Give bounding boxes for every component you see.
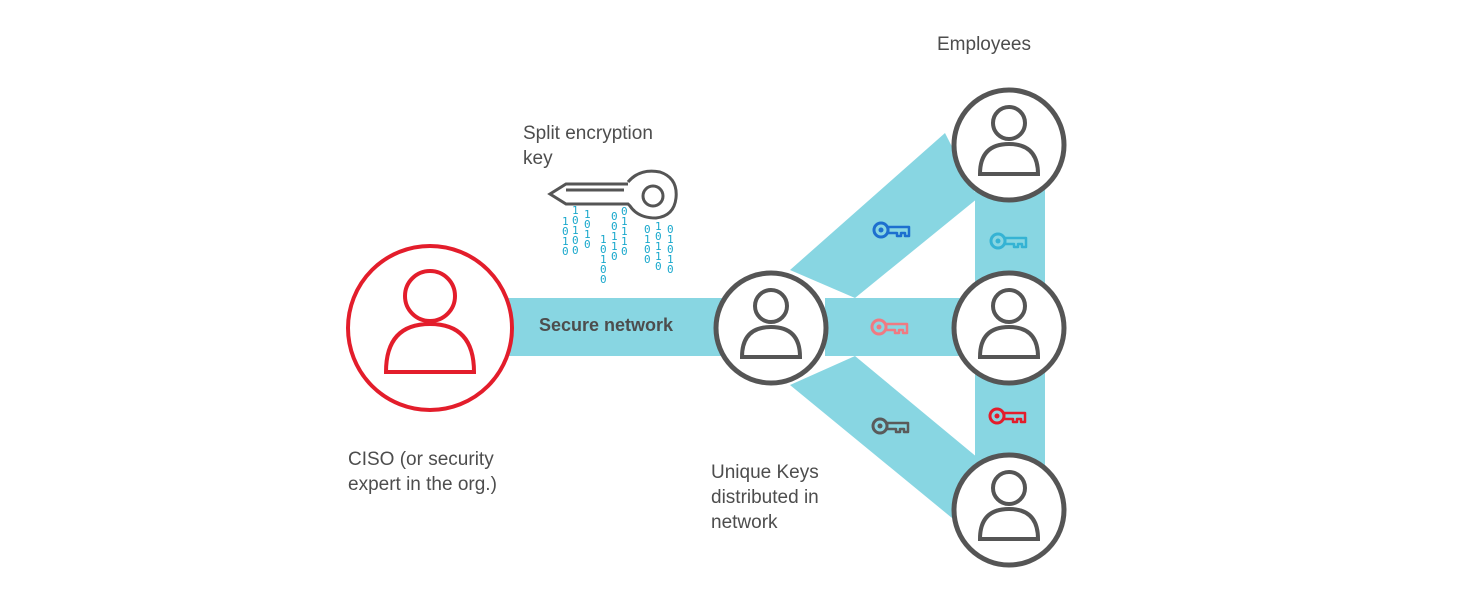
secure-network-link	[505, 298, 730, 356]
split-key-icon	[547, 169, 678, 220]
unique-keys-label: Unique Keys distributed in network	[711, 462, 819, 533]
binary-digit: 0	[611, 210, 618, 223]
binary-digit: 1	[621, 215, 628, 228]
employees-label: Employees	[937, 34, 1031, 55]
binary-digit: 0	[644, 223, 651, 236]
binary-digit: 1	[655, 220, 662, 233]
binary-digit: 1	[611, 230, 618, 243]
binary-digit: 0	[667, 263, 674, 276]
binary-digit: 0	[572, 234, 579, 247]
binary-digit: 0	[584, 218, 591, 231]
employee-node-bottom	[951, 452, 1067, 568]
link-hub-to-top-employee	[790, 133, 978, 298]
person-icon	[977, 105, 1041, 176]
binary-digit: 0	[655, 260, 662, 273]
binary-digit: 0	[572, 244, 579, 257]
binary-digit: 0	[644, 253, 651, 266]
binary-digit: 0	[600, 273, 607, 286]
ciso-node	[346, 244, 514, 412]
binary-digit: 1	[621, 235, 628, 248]
binary-digit: 1	[572, 204, 579, 217]
employee-node-top	[951, 87, 1067, 203]
binary-digit: 1	[644, 233, 651, 246]
key-icon	[871, 417, 910, 435]
binary-digit: 1	[621, 225, 628, 238]
binary-digit: 0	[600, 243, 607, 256]
binary-digit: 0	[572, 214, 579, 227]
binary-digit: 0	[655, 230, 662, 243]
binary-digit: 0	[584, 238, 591, 251]
binary-digit: 0	[611, 220, 618, 233]
binary-digit: 1	[562, 215, 569, 228]
binary-digit: 1	[667, 253, 674, 266]
binary-digit: 1	[584, 208, 591, 221]
binary-digit: 0	[644, 243, 651, 256]
hub-node	[713, 270, 829, 386]
key-icon	[870, 318, 909, 336]
binary-digit: 0	[667, 223, 674, 236]
person-icon	[739, 288, 803, 359]
binary-digit: 0	[600, 263, 607, 276]
binary-digit: 1	[600, 253, 607, 266]
binary-digit: 0	[611, 250, 618, 263]
secure-network-label: Secure network	[539, 315, 674, 335]
key-icon	[989, 232, 1028, 250]
key-icon	[988, 407, 1027, 425]
key-icon	[872, 221, 911, 239]
binary-digit: 0	[562, 225, 569, 238]
ciso-label: CISO (or security expert in the org.)	[348, 449, 497, 495]
person-icon	[977, 470, 1041, 541]
binary-digit: 1	[655, 250, 662, 263]
binary-digit: 0	[621, 245, 628, 258]
binary-digit: 1	[584, 228, 591, 241]
link-hub-to-bottom-employee	[790, 356, 978, 518]
binary-digit: 1	[572, 224, 579, 237]
split-encryption-key-label: Split encryption key	[523, 123, 653, 169]
binary-digit: 1	[562, 235, 569, 248]
person-icon	[977, 288, 1041, 359]
binary-digit: 1	[611, 240, 618, 253]
binary-digit: 1	[600, 233, 607, 246]
employee-node-middle	[951, 270, 1067, 386]
binary-digit: 1	[667, 233, 674, 246]
binary-digit: 0	[667, 243, 674, 256]
binary-digit: 0	[562, 245, 569, 258]
link-hub-to-middle-employee	[825, 298, 965, 356]
binary-digit: 0	[621, 205, 628, 218]
person-icon	[383, 269, 477, 374]
binary-digit: 1	[655, 240, 662, 253]
